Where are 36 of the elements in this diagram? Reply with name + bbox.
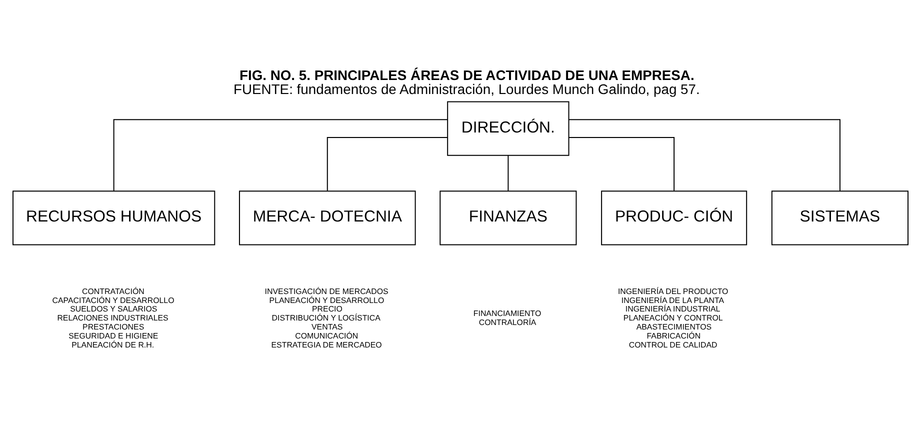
node-label: INGENIERÍA DEL PRODUCTO [618,286,728,296]
node-box: PRODUC- CIÓN [601,190,748,246]
node-label: PLANEACIÓN DE R.H. [72,340,154,350]
node-label: CAPACITACIÓN Y DESARROLLO [52,296,174,305]
connector [326,137,448,192]
node-label: PLANEACIÓN Y CONTROL [623,314,723,323]
connector [568,119,840,192]
node-box: SISTEMAS [771,190,908,246]
node-label: CONTRALORÍA [478,318,536,328]
connector [508,154,509,192]
node-label: RELACIONES INDUSTRIALES [57,314,168,323]
node-label: CONTRATACIÓN [82,286,144,296]
diagram-title: FIG. NO. 5. PRINCIPALES ÁREAS DE ACTIVIDAD DE UNA EMPRESA. [239,67,694,84]
node-box: DIRECCIÓN. [447,101,570,156]
node-label: SEGURIDAD E HIGIENE [68,332,158,341]
node-box: RECURSOS HUMANOS [12,190,216,246]
node-label: SUELDOS Y SALARIOS [70,304,158,314]
node-label: PLANEACIÓN Y DESARROLLO [269,296,384,305]
connector [568,137,675,192]
node-label: INVESTIGACIÓN DE MERCADOS [264,286,388,296]
node-label: FABRICACIÓN [646,332,701,341]
caption: FUENTE: fundamentos de Administración, Lourdes Munch Galindo, pag 57. [234,80,700,97]
node-label: PRESTACIONES [82,322,144,332]
node-label: DISTRIBUCIÓN Y LOGÍSTICA [272,314,380,323]
node-label: COMUNICACIÓN [295,332,358,341]
node-box: MERCA- DOTECNIA [238,190,416,246]
node-label: ESTRATEGIA DE MERCADEO [271,340,382,350]
node-label: INGENIERÍA INDUSTRIAL [625,304,720,314]
node-box: FINANZAS [440,190,577,246]
node-label: PRECIO [312,304,342,314]
node-label: VENTAS [311,322,343,332]
node-label: INGENIERÍA DE LA PLANTA [621,296,724,305]
node-label: FINANCIAMIENTO [473,309,542,318]
connector [113,119,448,192]
node-label: ABASTECIMIENTOS [636,322,712,332]
node-label: CONTROL DE CALIDAD [628,340,718,350]
